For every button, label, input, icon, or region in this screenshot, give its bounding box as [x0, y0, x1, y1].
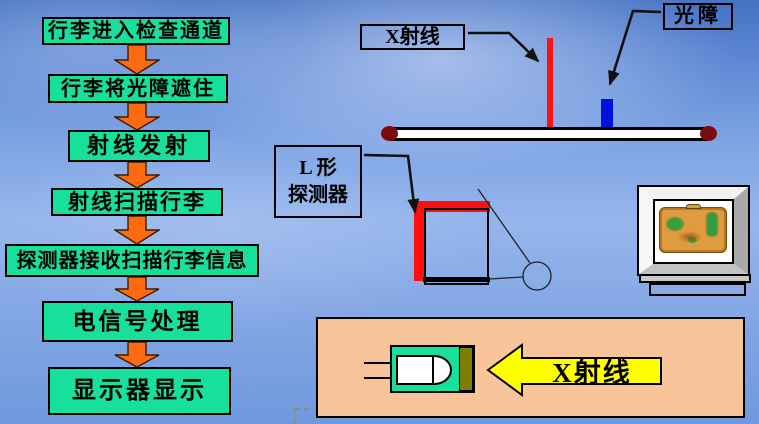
flow-arrow-down-icon: [114, 162, 160, 189]
flow-arrow-down-icon: [114, 45, 160, 75]
flow-step-4: 射线扫描行李: [51, 188, 223, 216]
flow-arrow-down-icon: [114, 103, 160, 131]
tube-lead-wire-bottom: [364, 377, 397, 379]
flow-step-7: 显示器显示: [48, 367, 231, 415]
monitor: [637, 185, 750, 276]
monitor-stand: [649, 283, 746, 296]
detector-baseline: [423, 277, 490, 282]
monitor-screen: [653, 199, 734, 264]
bag-item-green-rect: [707, 213, 717, 236]
detector-label-line1: L 形: [299, 156, 337, 179]
detector-label-box: L 形 探测器: [274, 145, 362, 218]
detector-link-line-horizontal: [488, 276, 524, 280]
detector-red-l-vertical: [414, 201, 426, 281]
tube-lead-wire-top: [364, 362, 397, 364]
detector-red-l-horizontal: [414, 201, 490, 212]
flow-step-6: 电信号处理: [42, 301, 233, 342]
xray-source-label-box: X射线: [360, 24, 465, 50]
leader-arrow-detector: [363, 153, 420, 214]
flow-step-3: 射线发射: [68, 130, 210, 162]
leader-arrow-xray: [468, 31, 540, 63]
flow-step-5: 探测器接收扫描行李信息: [5, 244, 259, 277]
xray-beam-line: [547, 38, 553, 128]
bag-item-green-ellipse: [667, 218, 683, 230]
flow-step-1: 行李进入检查通道: [42, 17, 230, 45]
flow-arrow-down-icon: [114, 216, 160, 245]
belt-roller-left: [381, 126, 398, 141]
dashed-selection-corner: [294, 408, 310, 424]
monitor-bezel: [639, 187, 748, 274]
detector-circle: [522, 261, 552, 291]
light-barrier-label-box: 光障: [663, 3, 733, 30]
flow-step-2: 行李将光障遮住: [48, 74, 228, 103]
tube-anode-bar: [459, 347, 473, 391]
bag-item-dark-smudge: [677, 231, 703, 243]
beam-arrow-label: X射线: [552, 357, 632, 388]
detector-label-line2: 探测器: [288, 183, 348, 206]
bag-handle: [686, 204, 701, 209]
flow-arrow-down-icon: [114, 342, 160, 368]
leader-arrow-barrier: [608, 9, 662, 86]
detector-square: [424, 208, 489, 285]
belt-roller-right: [700, 126, 717, 141]
conveyor-belt: [389, 127, 709, 141]
light-barrier-marker: [601, 99, 613, 128]
tube-bulb-rect: [396, 355, 434, 385]
flow-arrow-down-icon: [114, 277, 160, 302]
